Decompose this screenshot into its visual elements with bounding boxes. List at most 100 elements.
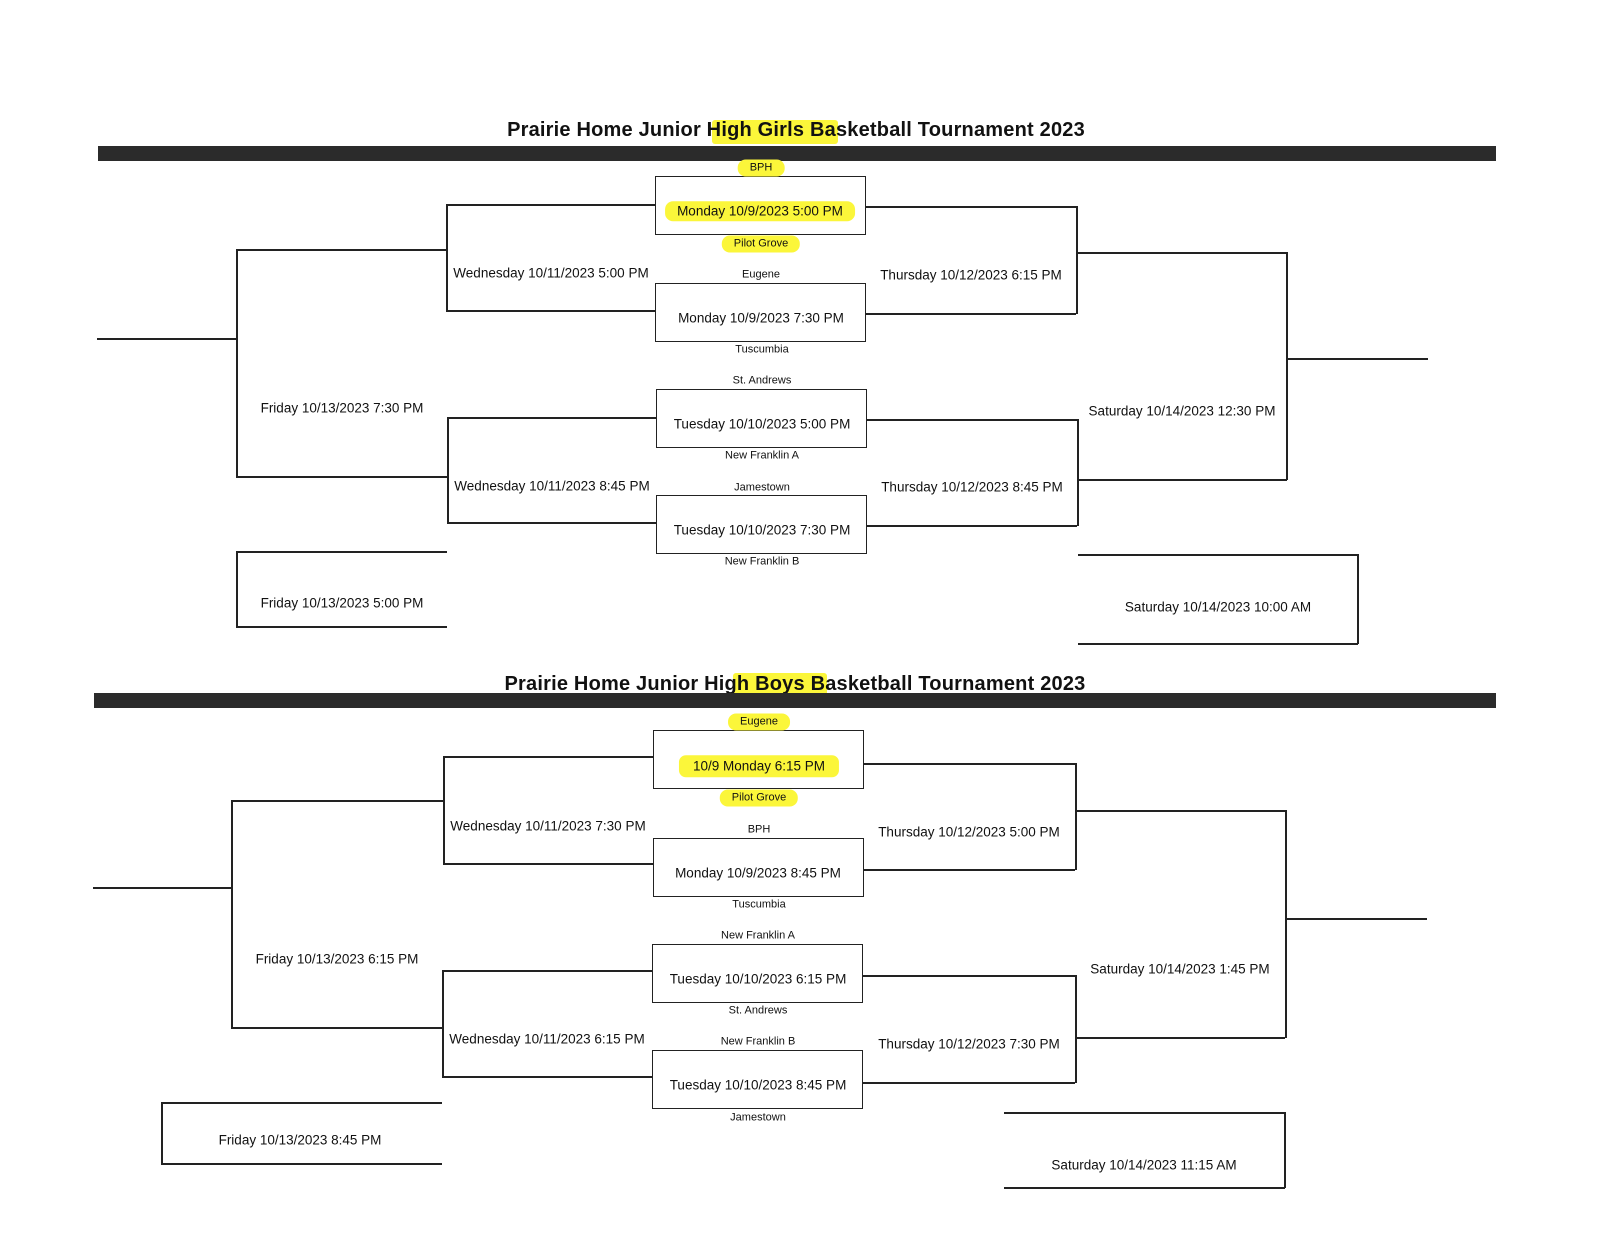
girls-team-st-andrews: St. Andrews (732, 374, 792, 387)
boys-left-consolation-bottom (161, 1163, 442, 1165)
girls-game-right-consolation: Saturday 10/14/2023 10:00 AM (1124, 599, 1312, 615)
girls-right-upper-vertical (1076, 206, 1078, 314)
boys-left-upper-bottom (443, 863, 653, 865)
girls-right-consolation-vertical (1357, 554, 1359, 644)
boys-left-upper-vertical (443, 756, 445, 864)
girls-game-r1-2: Monday 10/9/2023 7:30 PM (678, 310, 844, 326)
girls-game-left-lower: Wednesday 10/11/2023 8:45 PM (454, 478, 650, 494)
girls-r1-game-4-box (656, 495, 867, 554)
girls-game-left-final: Friday 10/13/2023 7:30 PM (260, 400, 424, 416)
boys-team-bph: BPH (747, 823, 771, 836)
boys-game-r1-3: Tuesday 10/10/2023 6:15 PM (669, 971, 847, 987)
boys-right-final-top (1075, 810, 1285, 812)
boys-left-consolation-vertical (161, 1102, 163, 1164)
boys-game-r1-2: Monday 10/9/2023 8:45 PM (675, 865, 841, 881)
girls-team-bph: BPH (737, 159, 785, 177)
boys-left-final-bottom (231, 1027, 442, 1029)
girls-game-right-lower: Thursday 10/12/2023 8:45 PM (881, 479, 1063, 495)
boys-right-lower-top (863, 975, 1075, 977)
boys-r1-game-4-box (652, 1050, 863, 1109)
girls-team-new-franklin-b: New Franklin B (724, 555, 800, 568)
boys-team-tuscumbia: Tuscumbia (732, 898, 786, 911)
girls-game-r1-3: Tuesday 10/10/2023 5:00 PM (673, 416, 851, 432)
boys-game-right-final: Saturday 10/14/2023 1:45 PM (1090, 961, 1270, 977)
girls-left-lower-bottom (447, 522, 656, 524)
girls-right-final-top (1076, 252, 1286, 254)
girls-game-right-upper: Thursday 10/12/2023 6:15 PM (880, 267, 1062, 283)
girls-left-champion-line (97, 338, 236, 340)
girls-r1-game-1-box (655, 176, 866, 235)
boys-team-jamestown: Jamestown (730, 1111, 786, 1124)
girls-right-consolation-top (1078, 554, 1358, 556)
girls-left-final-vertical (236, 249, 238, 477)
girls-left-consolation-top (236, 551, 447, 553)
boys-team-st-andrews: St. Andrews (728, 1004, 788, 1017)
girls-left-consolation-vertical (236, 551, 238, 627)
girls-team-tuscumbia: Tuscumbia (735, 343, 789, 356)
boys-right-consolation-top (1004, 1112, 1285, 1114)
boys-game-left-consolation: Friday 10/13/2023 8:45 PM (218, 1132, 382, 1148)
girls-team-pilot-grove: Pilot Grove (721, 235, 801, 253)
girls-right-consolation-bottom (1078, 643, 1358, 645)
boys-right-upper-top (864, 763, 1075, 765)
girls-left-upper-bottom (446, 310, 655, 312)
boys-right-consolation-vertical (1284, 1112, 1286, 1188)
boys-right-champion-line (1286, 918, 1427, 920)
girls-right-upper-bottom (866, 313, 1076, 315)
boys-game-r1-4: Tuesday 10/10/2023 8:45 PM (669, 1077, 847, 1093)
girls-right-lower-vertical (1077, 419, 1079, 526)
girls-left-final-bottom (236, 476, 447, 478)
boys-game-left-upper: Wednesday 10/11/2023 7:30 PM (450, 818, 646, 834)
boys-game-right-lower: Thursday 10/12/2023 7:30 PM (878, 1036, 1060, 1052)
girls-r1-game-2-box (655, 283, 866, 342)
boys-team-pilot-grove: Pilot Grove (719, 789, 799, 807)
girls-left-lower-top (447, 417, 656, 419)
boys-team-new-franklin-b: New Franklin B (720, 1035, 796, 1048)
boys-r1-game-2-box (653, 838, 864, 897)
boys-right-consolation-bottom (1004, 1187, 1285, 1189)
girls-left-consolation-bottom (236, 626, 447, 628)
girls-left-upper-vertical (446, 204, 448, 311)
boys-right-upper-bottom (864, 869, 1075, 871)
boys-team-eugene: Eugene (728, 713, 790, 731)
girls-right-final-bottom (1077, 479, 1287, 481)
boys-left-lower-bottom (442, 1076, 652, 1078)
boys-r1-game-1-box (653, 730, 864, 789)
boys-game-right-consolation: Saturday 10/14/2023 11:15 AM (1051, 1157, 1237, 1173)
girls-right-final-vertical (1286, 252, 1288, 480)
girls-right-upper-top (866, 206, 1076, 208)
boys-r1-game-3-box (652, 944, 863, 1003)
girls-game-left-upper: Wednesday 10/11/2023 5:00 PM (453, 265, 649, 281)
boys-left-consolation-top (161, 1102, 442, 1104)
boys-team-new-franklin-a: New Franklin A (721, 929, 795, 942)
boys-title: Prairie Home Junior High Boys Basketball… (504, 673, 1086, 695)
boys-game-right-upper: Thursday 10/12/2023 5:00 PM (878, 824, 1060, 840)
girls-team-new-franklin-a: New Franklin A (725, 449, 799, 462)
boys-right-lower-bottom (863, 1082, 1075, 1084)
girls-game-r1-4: Tuesday 10/10/2023 7:30 PM (673, 522, 851, 538)
boys-game-r1-1: 10/9 Monday 6:15 PM (678, 755, 840, 777)
boys-right-lower-vertical (1075, 975, 1077, 1083)
boys-left-lower-top (442, 970, 652, 972)
girls-left-lower-vertical (447, 417, 449, 523)
boys-left-lower-vertical (442, 970, 444, 1077)
girls-game-left-consolation: Friday 10/13/2023 5:00 PM (260, 595, 424, 611)
boys-right-final-vertical (1285, 810, 1287, 1038)
girls-title: Prairie Home Junior High Girls Basketbal… (507, 119, 1085, 141)
girls-left-upper-top (446, 204, 655, 206)
boys-header-bar (94, 693, 1496, 708)
girls-team-jamestown: Jamestown (734, 481, 790, 494)
girls-right-lower-bottom (867, 525, 1077, 527)
girls-title-highlight (712, 120, 838, 144)
girls-left-final-top (236, 249, 446, 251)
boys-right-final-bottom (1075, 1037, 1285, 1039)
boys-right-upper-vertical (1075, 763, 1077, 870)
boys-game-left-lower: Wednesday 10/11/2023 6:15 PM (449, 1031, 645, 1047)
girls-game-right-final: Saturday 10/14/2023 12:30 PM (1088, 403, 1276, 419)
boys-left-final-vertical (231, 800, 233, 1028)
boys-left-champion-line (93, 887, 232, 889)
girls-r1-game-3-box (656, 389, 867, 448)
girls-header-bar (98, 146, 1496, 161)
girls-game-r1-1: Monday 10/9/2023 5:00 PM (665, 201, 855, 221)
boys-game-left-final: Friday 10/13/2023 6:15 PM (255, 951, 419, 967)
